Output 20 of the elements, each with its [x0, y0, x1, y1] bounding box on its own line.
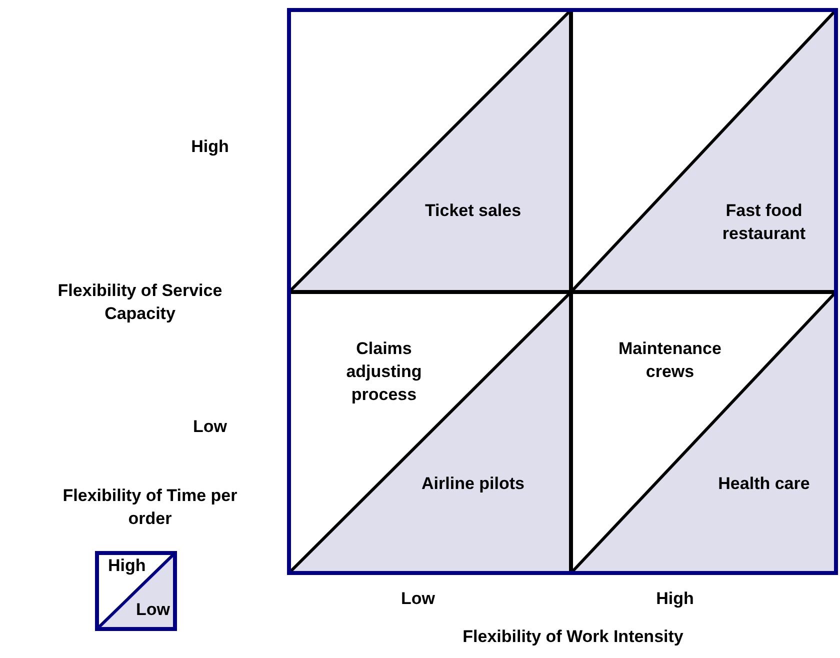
- key-label: Low: [136, 600, 170, 620]
- quadrant-cell: [571, 10, 836, 292]
- axis-label: Flexibility of Work Intensity: [462, 626, 684, 648]
- quadrant-cell: [571, 292, 836, 573]
- axis-label: High: [655, 588, 695, 610]
- legend-key-box: [95, 551, 177, 631]
- axis-label: Flexibility of Service Capacity: [56, 280, 224, 325]
- key-heading: Flexibility of Time per order: [62, 485, 238, 530]
- cell-label: Claims adjusting process: [345, 338, 423, 406]
- cell-label: Ticket sales: [424, 200, 522, 222]
- cell-label: Fast food restaurant: [721, 200, 807, 245]
- quadrant-cell: [289, 10, 571, 292]
- axis-label: Low: [400, 588, 436, 610]
- cell-label: Maintenance crews: [618, 338, 722, 383]
- cell-label: Health care: [717, 473, 811, 495]
- axis-label: Low: [192, 416, 228, 438]
- key-label: High: [108, 556, 146, 576]
- axis-label: High: [190, 136, 230, 158]
- quadrant-cell: [289, 292, 571, 573]
- cell-label: Airline pilots: [420, 473, 526, 495]
